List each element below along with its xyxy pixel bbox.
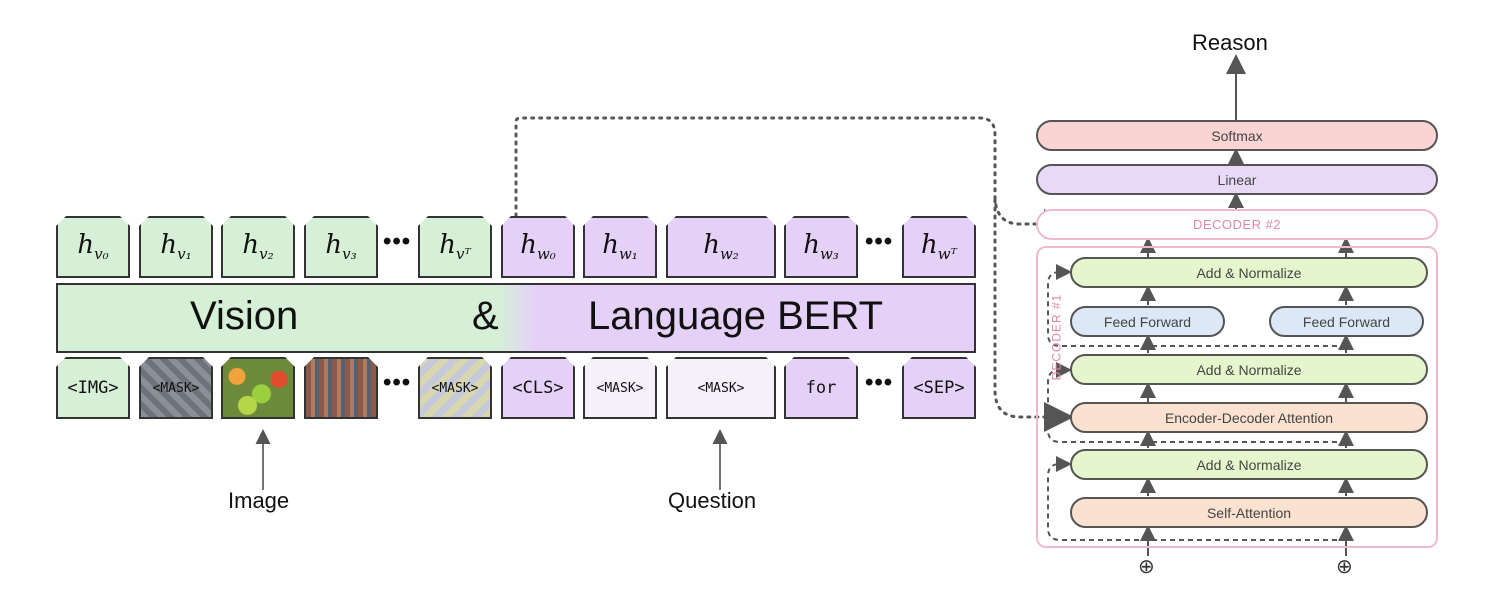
token-img-text: <IMG> (67, 378, 119, 398)
image-patch-masked-faded: <MASK> (418, 357, 492, 419)
h-symbol: h (242, 230, 260, 261)
subscript: w₁ (618, 245, 638, 264)
token-cls: <CLS> (501, 357, 575, 419)
h-symbol: h (803, 230, 820, 261)
token-h-wT: hwᵀ (902, 216, 976, 278)
h-symbol: h (602, 230, 619, 261)
token-h-w1: hw₁ (583, 216, 657, 278)
question-label: Question (668, 488, 757, 513)
token-mask-text: <MASK> (596, 380, 644, 396)
subscript: w₀ (536, 245, 556, 264)
image-label: Image (228, 488, 290, 513)
token-h-w3: hw₃ (784, 216, 858, 278)
token-mask-text: <MASK> (152, 380, 200, 396)
token-mask-word1: <MASK> (583, 357, 657, 419)
image-patch-masked-person: <MASK> (139, 357, 213, 419)
token-img: <IMG> (56, 357, 130, 419)
subscript: v₀ (94, 245, 109, 264)
subscript: w₃ (819, 245, 839, 264)
feed-forward-left: Feed Forward (1070, 306, 1225, 337)
token-h-v1: hv₁ (139, 216, 213, 278)
token-cls-text: <CLS> (512, 378, 564, 398)
feed-forward-right: Feed Forward (1269, 306, 1424, 337)
add-normalize-mid: Add & Normalize (1070, 354, 1428, 385)
subscript: v₂ (259, 245, 274, 264)
subscript: v₁ (177, 245, 192, 264)
residual-loop-2 (1047, 362, 1148, 443)
h-symbol: h (325, 230, 343, 261)
ellipsis-bottom-language: ••• (865, 369, 894, 396)
subscript: wᵀ (937, 245, 957, 264)
h-symbol: h (439, 230, 456, 261)
h-symbol: h (921, 230, 938, 261)
self-attention: Self-Attention (1070, 497, 1428, 528)
subscript: vᵀ (455, 245, 471, 264)
token-mask-text: <MASK> (431, 380, 479, 396)
bert-ampersand: & (472, 294, 499, 338)
reason-output-label: Reason (1192, 30, 1268, 55)
h-symbol: h (520, 230, 537, 261)
bert-language-label: Language BERT (588, 294, 884, 338)
linear-block: Linear (1036, 164, 1438, 195)
token-for-text: for (805, 378, 837, 398)
dotted-link-to-decoder2 (514, 116, 1074, 239)
residual-loop-3 (1047, 264, 1148, 347)
h-symbol: h (703, 230, 720, 261)
subscript: v₃ (342, 245, 357, 264)
decoder1-frame (1036, 246, 1438, 548)
token-sep-text: <SEP> (913, 378, 965, 398)
image-patch-fruit (221, 357, 295, 419)
h-symbol: h (77, 230, 95, 261)
positional-add-icon-left: ⊕ (1138, 556, 1155, 578)
softmax-block: Softmax (1036, 120, 1438, 151)
token-h-w0: hw₀ (501, 216, 575, 278)
token-sep: <SEP> (902, 357, 976, 419)
h-symbol: h (160, 230, 178, 261)
subscript: w₂ (719, 245, 739, 264)
bert-vision-label: Vision (190, 294, 299, 338)
ellipsis-bottom-vision: ••• (383, 369, 412, 396)
ellipsis-top-language: ••• (865, 228, 894, 255)
token-mask-word2: <MASK> (666, 357, 776, 419)
token-for: for (784, 357, 858, 419)
vl-bert-block (56, 283, 976, 353)
token-h-v2: hv₂ (221, 216, 295, 278)
token-h-w2: hw₂ (666, 216, 776, 278)
token-h-v0: hv₀ (56, 216, 130, 278)
decoder2-block: DECODER #2 (1036, 209, 1438, 240)
image-patch-market (304, 357, 378, 419)
positional-add-icon-right: ⊕ (1336, 556, 1353, 578)
add-normalize-bottom: Add & Normalize (1070, 449, 1428, 480)
residual-loop-1 (1047, 456, 1148, 541)
decoder1-label: DECODER #1 (1049, 293, 1064, 381)
ellipsis-top-vision: ••• (383, 228, 412, 255)
token-h-v3: hv₃ (304, 216, 378, 278)
token-mask-text: <MASK> (697, 380, 745, 396)
encoder-decoder-attention: Encoder-Decoder Attention (1070, 402, 1428, 433)
token-h-vT: hvᵀ (418, 216, 492, 278)
add-normalize-top: Add & Normalize (1070, 257, 1428, 288)
dotted-link-to-enc-dec-attn (993, 198, 1074, 432)
